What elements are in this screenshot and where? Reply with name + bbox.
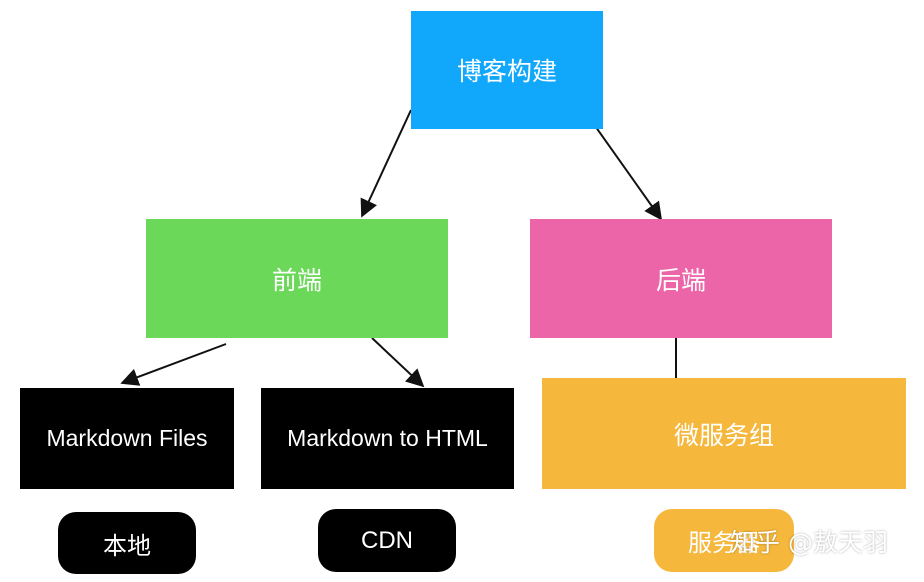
node-markdown-files: Markdown Files — [20, 388, 234, 489]
node-markdown-to-html: Markdown to HTML — [261, 388, 514, 489]
node-frontend: 前端 — [146, 219, 448, 338]
watermark: 知乎 @敖天羽 — [730, 528, 888, 557]
node-blog-build: 博客构建 — [411, 11, 603, 129]
node-backend: 后端 — [530, 219, 832, 338]
edge-root-to-backend — [592, 122, 663, 221]
edge-root-to-frontend — [360, 109, 412, 218]
node-microservices: 微服务组 — [542, 378, 906, 489]
edge-frontend-to-markdown-html — [371, 337, 425, 388]
tag-cdn: CDN — [318, 509, 456, 572]
tag-local: 本地 — [58, 512, 196, 574]
tag-server: 服务器 — [654, 509, 794, 572]
edge-frontend-to-markdown-files — [120, 343, 227, 386]
